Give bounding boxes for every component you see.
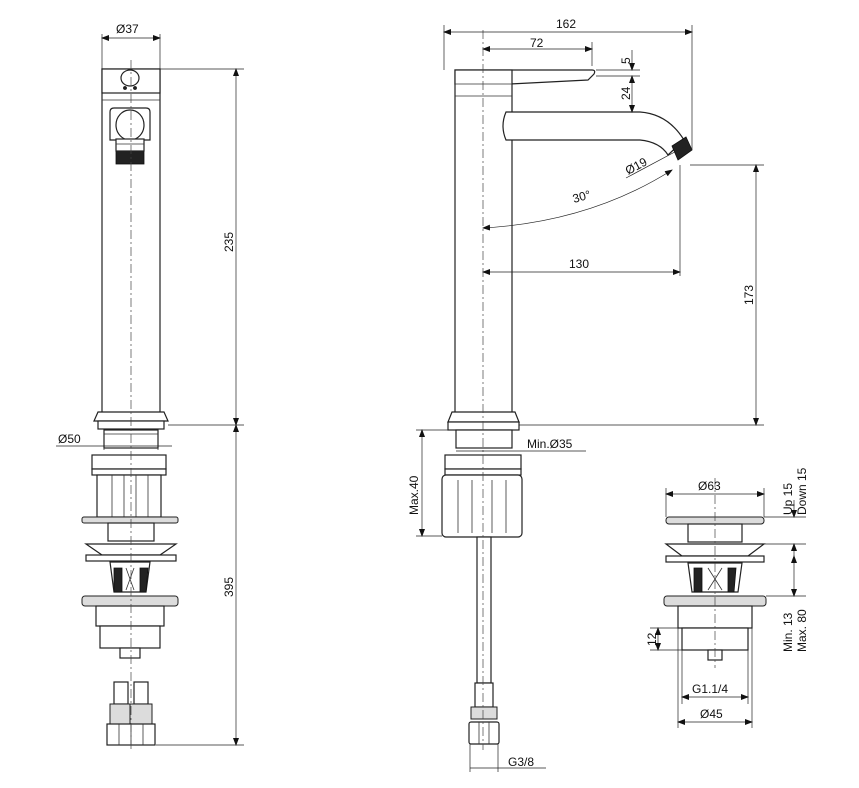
front-nut [96, 474, 162, 518]
side-nut [441, 474, 523, 538]
dim-spout-height: 235 [222, 232, 236, 252]
dim-aerator-diameter: Ø19 [623, 154, 650, 177]
dim-lever-offset: 5 [619, 57, 633, 64]
dim-min-thickness: Min. 13 [781, 612, 795, 652]
dim-outlet-height: 173 [742, 285, 756, 305]
side-spout [502, 111, 685, 156]
dim-spout-reach: 130 [569, 257, 589, 271]
dim-thread-length: 12 [645, 632, 659, 646]
dim-up-travel: Up 15 [781, 483, 795, 515]
dim-hose-thread: G3/8 [508, 755, 534, 769]
dim-cap-diameter: Ø63 [698, 479, 721, 493]
dim-lever-height: 24 [619, 86, 633, 100]
aerator-mesh [115, 149, 145, 165]
dim-max-thickness: Max. 80 [795, 609, 809, 652]
dim-hole-diameter: Min.Ø35 [527, 437, 573, 451]
dim-waste-diameter: Ø45 [700, 707, 723, 721]
dim-lever-length: 72 [530, 36, 544, 50]
side-base [447, 411, 520, 423]
side-body [454, 69, 513, 423]
dim-spout-angle: 30° [571, 187, 592, 206]
dim-down-travel: Down 15 [795, 467, 809, 515]
dim-base-diameter: Ø50 [58, 432, 81, 446]
dim-waste-thread: G1.1/4 [692, 682, 728, 696]
dim-total-height: 395 [222, 577, 236, 597]
dim-deck-thickness: Max.40 [407, 475, 421, 515]
dim-front-width: Ø37 [116, 22, 139, 36]
front-view: Ø37 235 Ø50 395 [56, 22, 244, 750]
side-connector [468, 721, 500, 745]
side-hose [476, 536, 492, 684]
dim-overall-length: 162 [556, 17, 576, 31]
waste-detail-view: Ø63 Up 15 Down 15 Min. 13 Max. 80 12 G1.… [645, 467, 809, 728]
front-base [93, 411, 169, 422]
